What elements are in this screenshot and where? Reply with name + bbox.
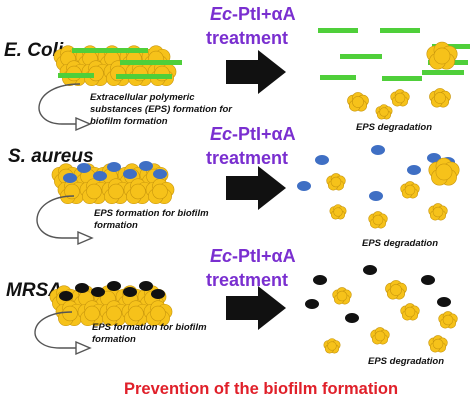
formation-note-ecoli: Extracellular polymeric substances (EPS)… <box>90 92 235 127</box>
eps-blob-icon <box>400 303 420 321</box>
black-coccus-icon <box>345 313 359 323</box>
black-coccus-icon <box>151 289 165 299</box>
organism-label-saureus: S. aureus <box>8 146 94 167</box>
treatment-label-saureus: Ec-PtI+αA <box>210 124 296 144</box>
footer-caption: Prevention of the biofilm formation <box>124 380 398 398</box>
curved-arrow-head-icon <box>75 340 92 356</box>
black-coccus-icon <box>91 287 105 297</box>
result-label-mrsa: EPS degradation <box>368 356 444 367</box>
black-coccus-icon <box>123 287 137 297</box>
blue-coccus-icon <box>77 163 91 173</box>
green-rod-icon <box>320 75 356 80</box>
black-coccus-icon <box>59 291 73 301</box>
blue-coccus-icon <box>123 169 137 179</box>
rods-ecoli <box>58 48 182 79</box>
blue-coccus-icon <box>315 155 329 165</box>
curved-arrow-icon <box>34 311 78 349</box>
right-arrow-icon <box>226 286 286 330</box>
treatment-word-ecoli: treatment <box>206 28 288 48</box>
blue-coccus-icon <box>107 162 121 172</box>
curved-arrow-icon <box>38 83 81 125</box>
cells-saureus <box>63 161 167 183</box>
eps-blob-icon <box>347 92 369 112</box>
black-coccus-icon <box>305 299 319 309</box>
eps-blob-icon <box>79 178 109 205</box>
eps-blob-icon <box>400 181 420 199</box>
formation-note-saureus: EPS formation for biofilm formation <box>94 208 211 231</box>
treatment-label-mrsa: Ec-PtI+αA <box>210 246 296 266</box>
result-saureus <box>297 145 460 229</box>
eps-blob-icon <box>375 104 393 120</box>
right-arrow-icon <box>226 50 286 94</box>
eps-blob-icon <box>426 41 458 70</box>
organism-label-ecoli: E. Coli <box>4 40 64 61</box>
black-coccus-icon <box>437 297 451 307</box>
treatment-word-mrsa: treatment <box>206 270 288 290</box>
eps-blob-icon <box>123 178 153 205</box>
row-saureus: S. aureus EPS formation for biofilm form… <box>8 124 460 249</box>
blue-coccus-icon <box>427 153 441 163</box>
eps-blob-icon <box>368 211 388 229</box>
blue-coccus-icon <box>371 145 385 155</box>
row-mrsa: MRSA EPS formation for biofilm formation… <box>6 246 458 367</box>
green-rod-icon <box>382 76 422 81</box>
blue-coccus-icon <box>297 181 311 191</box>
eps-blob-icon <box>332 287 352 305</box>
blue-coccus-icon <box>139 161 153 171</box>
treatment-label-ecoli: Ec-PtI+αA <box>210 4 296 24</box>
green-rod-icon <box>116 74 172 79</box>
blue-coccus-icon <box>63 173 77 183</box>
eps-blob-icon <box>329 204 347 220</box>
green-rod-icon <box>318 28 358 33</box>
eps-blob-icon <box>101 178 131 205</box>
eps-blob-icon <box>428 157 460 186</box>
green-rod-icon <box>58 73 94 78</box>
organism-label-mrsa: MRSA <box>6 280 62 301</box>
green-rod-icon <box>380 28 420 33</box>
blue-coccus-icon <box>369 191 383 201</box>
right-arrow-icon <box>226 166 286 210</box>
eps-blob-icon <box>77 300 107 327</box>
eps-blob-icon <box>390 89 410 107</box>
result-mrsa <box>305 265 458 354</box>
result-label-saureus: EPS degradation <box>362 238 438 249</box>
result-label-ecoli: EPS degradation <box>356 122 432 133</box>
eps-blob-icon <box>143 300 173 327</box>
black-coccus-icon <box>421 275 435 285</box>
treatment-word-saureus: treatment <box>206 148 288 168</box>
black-coccus-icon <box>75 283 89 293</box>
eps-blob-icon <box>438 311 458 329</box>
result-ecoli <box>318 28 470 120</box>
cells-mrsa <box>59 281 165 301</box>
eps-blob-icon <box>326 173 346 191</box>
blue-coccus-icon <box>407 165 421 175</box>
curved-arrow-head-icon <box>75 116 92 132</box>
green-rod-icon <box>422 70 464 75</box>
eps-blob-icon <box>121 300 151 327</box>
blue-coccus-icon <box>153 169 167 179</box>
eps-blob-icon <box>428 203 448 221</box>
green-rod-icon <box>340 54 382 59</box>
eps-blob-icon <box>428 335 448 353</box>
eps-blob-icon <box>99 300 129 327</box>
curved-arrow-head-icon <box>77 230 94 246</box>
eps-blob-icon <box>429 88 451 108</box>
black-coccus-icon <box>139 281 153 291</box>
black-coccus-icon <box>363 265 377 275</box>
eps-blob-icon <box>385 280 407 300</box>
blue-coccus-icon <box>93 171 107 181</box>
curved-arrow-icon <box>36 195 80 239</box>
black-coccus-icon <box>107 281 121 291</box>
eps-blob-icon <box>370 327 390 345</box>
green-rod-icon <box>72 48 148 53</box>
formation-note-mrsa: EPS formation for biofilm formation <box>92 322 209 345</box>
row-ecoli: E. Coli Extracellular polymeric substanc… <box>4 4 470 133</box>
eps-blob-icon <box>323 338 341 354</box>
green-rod-icon <box>120 60 182 65</box>
black-coccus-icon <box>313 275 327 285</box>
